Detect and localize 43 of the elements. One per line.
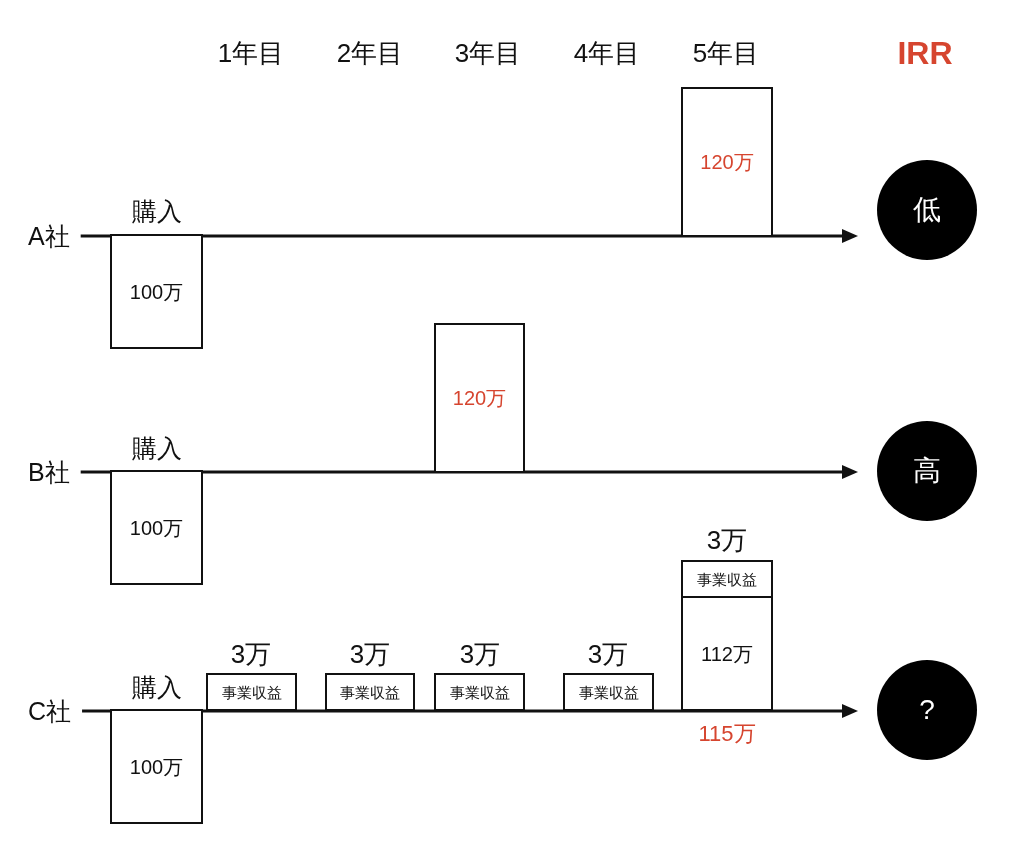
amount-label: 3万: [587, 641, 629, 667]
cash-flow-box: [206, 673, 297, 711]
amount-text: 100万: [129, 281, 184, 302]
row-label: C社: [28, 696, 72, 726]
total-label: 115万: [698, 723, 756, 745]
year-header: 3年目: [454, 40, 522, 66]
amount-label: 3万: [706, 527, 748, 553]
purchase-label: 購入: [132, 198, 182, 224]
category-text: 事業収益: [697, 571, 757, 587]
row-label: B社: [28, 457, 70, 487]
purchase-label: 購入: [132, 674, 182, 700]
amount-label: 3万: [230, 641, 272, 667]
year-header: 5年目: [692, 40, 760, 66]
year-header: 1年目: [217, 40, 285, 66]
cash-flow-box: [110, 470, 203, 585]
cash-flow-box: [563, 673, 654, 711]
amount-text: 120万: [452, 388, 507, 408]
year-header: 4年目: [573, 40, 641, 66]
cash-flow-box: [681, 87, 773, 237]
cash-flow-box: [110, 709, 203, 824]
year-header: 2年目: [336, 40, 404, 66]
cash-flow-box: [681, 560, 773, 598]
cash-flow-box: [325, 673, 415, 711]
cash-flow-box: [434, 673, 525, 711]
cash-flow-box: [110, 234, 203, 349]
row-label: A社: [28, 221, 70, 251]
category-text: 事業収益: [221, 684, 282, 700]
rating-text: ?: [919, 696, 935, 724]
category-text: 事業収益: [340, 684, 400, 700]
amount-text: 112万: [701, 643, 753, 664]
cash-flow-box: [681, 596, 773, 711]
rating-text: 低: [913, 196, 941, 224]
category-text: 事業収益: [578, 684, 639, 700]
category-text: 事業収益: [449, 684, 510, 700]
amount-label: 3万: [349, 641, 391, 667]
amount-text: 100万: [129, 517, 184, 538]
cash-flow-box: [434, 323, 525, 473]
amount-label: 3万: [459, 641, 501, 667]
irr-header: IRR: [897, 37, 953, 69]
purchase-label: 購入: [132, 435, 182, 461]
rating-text: 高: [913, 457, 941, 485]
amount-text: 120万: [700, 152, 754, 172]
amount-text: 100万: [129, 756, 184, 777]
